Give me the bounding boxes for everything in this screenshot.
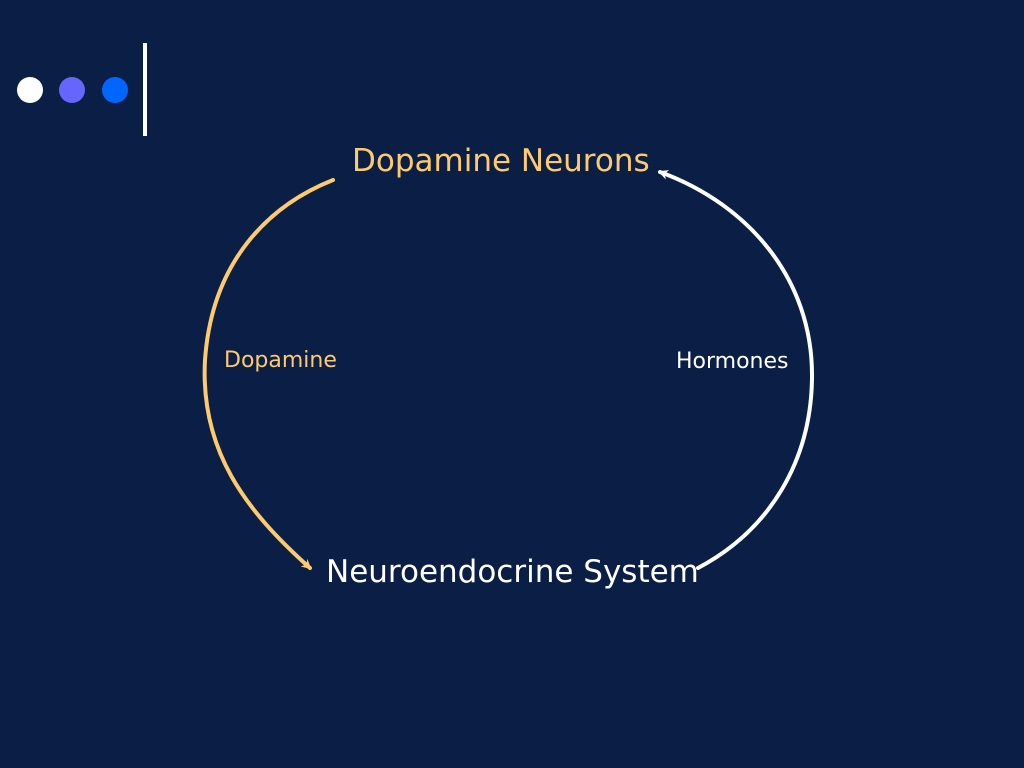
decor-dot-blue xyxy=(102,77,128,103)
decor-vertical-bar xyxy=(143,43,147,136)
dopamine-neurons-node: Dopamine Neurons xyxy=(352,143,650,179)
decor-dot-violet xyxy=(59,77,85,103)
dopamine-edge-label: Dopamine xyxy=(224,348,337,373)
dopamine-arrow xyxy=(202,178,335,570)
hormones-arrow xyxy=(658,170,815,570)
decor-dot-white xyxy=(17,77,43,103)
neuroendocrine-system-node: Neuroendocrine System xyxy=(326,554,699,590)
hormones-edge-label: Hormones xyxy=(676,349,789,374)
